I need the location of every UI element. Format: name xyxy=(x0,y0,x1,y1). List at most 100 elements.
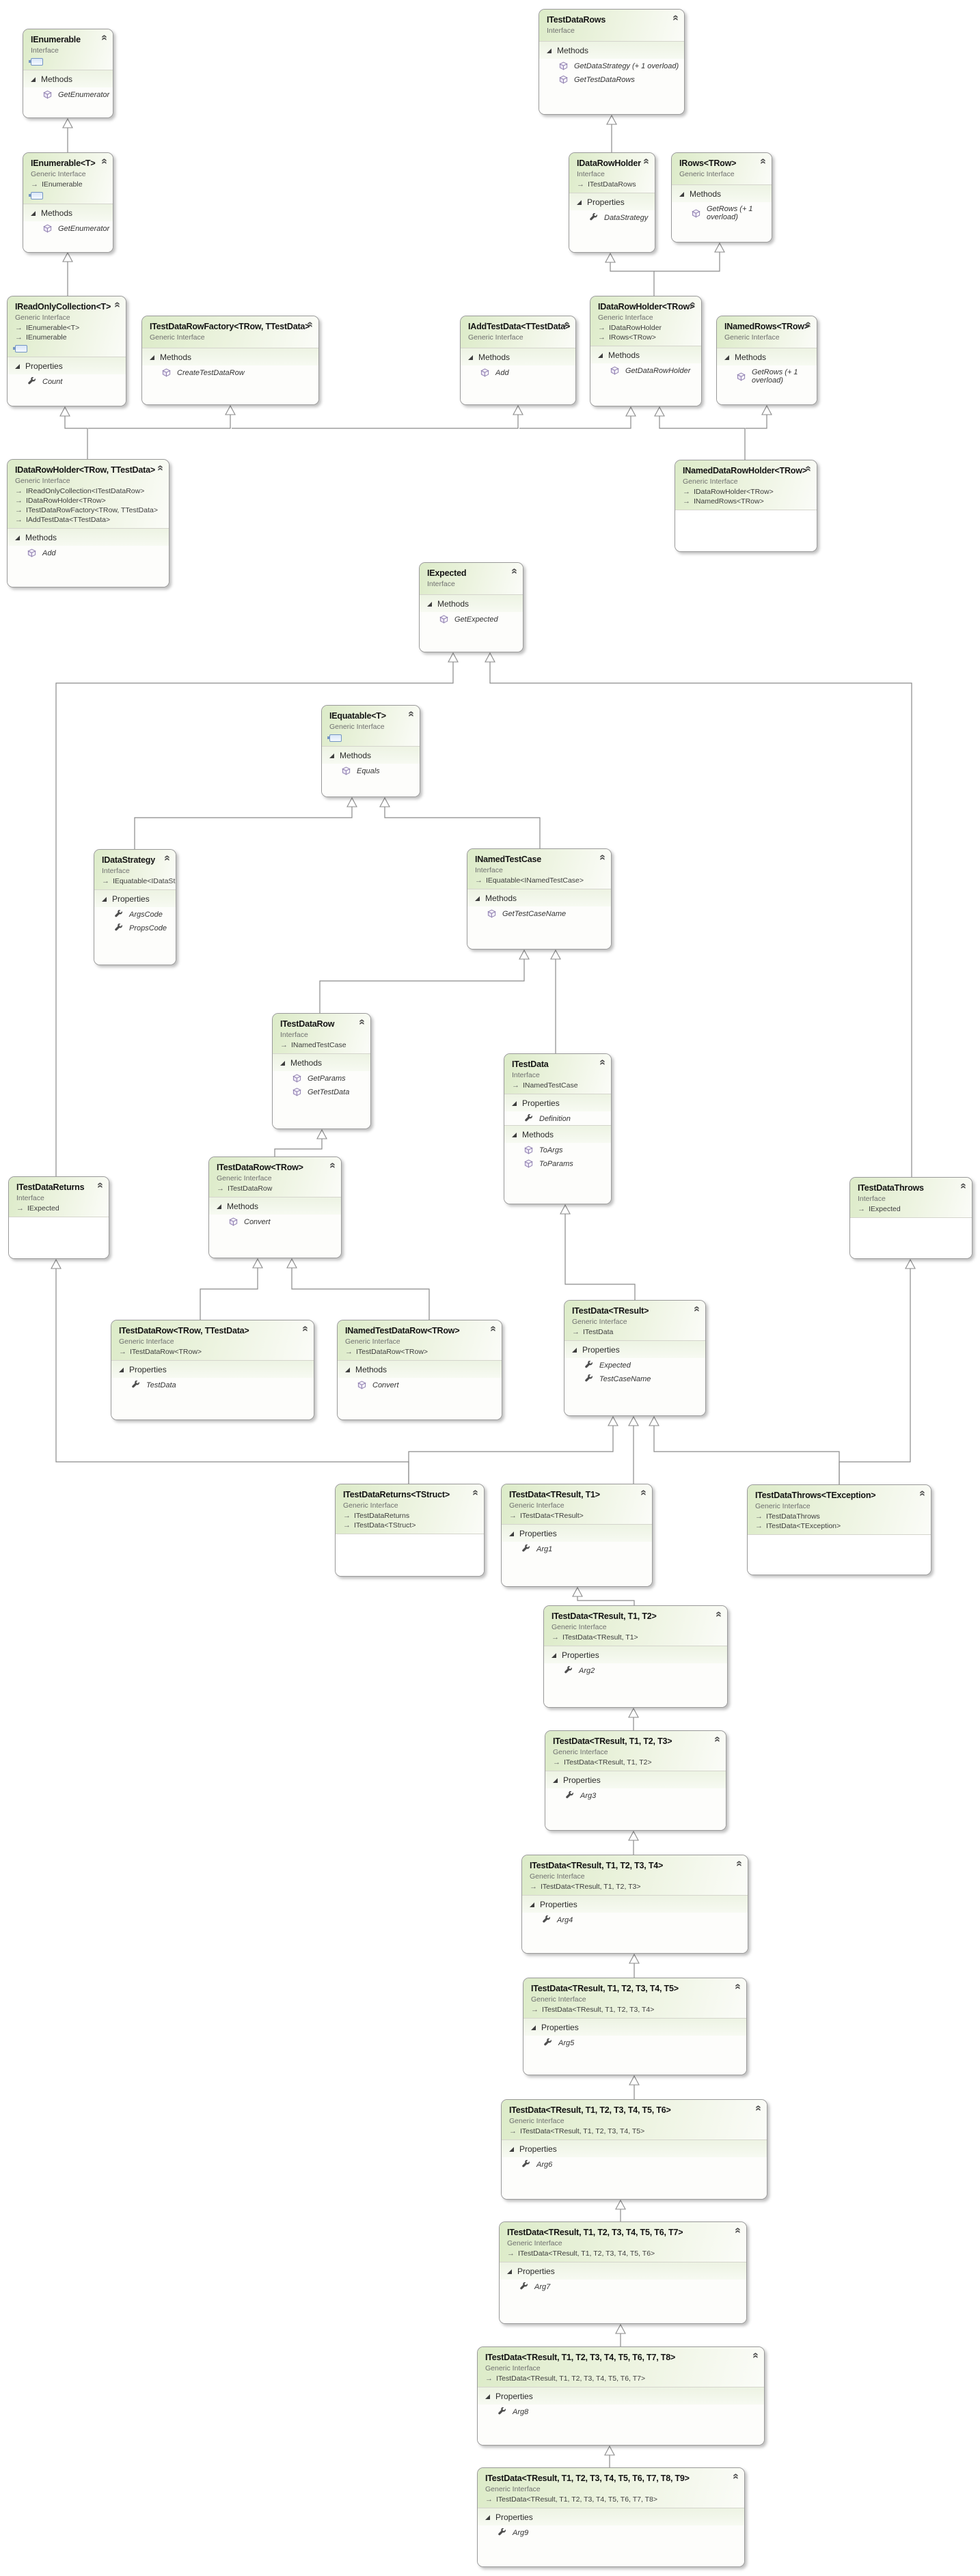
collapse-chevron-icon[interactable]: » xyxy=(111,301,123,308)
method-item[interactable]: GetParams xyxy=(273,1071,370,1085)
class-box-itestdata-tresult[interactable]: ITestData<TResult> Generic Interface →IT… xyxy=(564,1300,706,1416)
inheritance-connector[interactable] xyxy=(274,1138,323,1157)
property-item[interactable]: Arg7 xyxy=(500,2280,746,2293)
section-header-properties[interactable]: Properties xyxy=(544,1646,727,1663)
inheritance-connector[interactable] xyxy=(408,1425,614,1484)
section-header-properties[interactable]: Properties xyxy=(545,1771,726,1788)
property-item[interactable]: Arg1 xyxy=(502,1542,652,1555)
class-box-itestdatareturns[interactable]: ITestDataReturns Interface →IExpected » xyxy=(8,1176,109,1259)
collapse-chevron-icon[interactable]: » xyxy=(729,2473,741,2480)
property-item[interactable]: DataStrategy xyxy=(569,210,655,224)
class-box-idatastrategy[interactable]: IDataStrategy Interface →IEquatable<IDat… xyxy=(94,849,176,965)
collapse-chevron-icon[interactable]: » xyxy=(802,465,814,472)
class-box-inameddatarowholder-trow[interactable]: INamedDataRowHolder<TRow> Generic Interf… xyxy=(675,460,817,552)
collapse-chevron-icon[interactable]: » xyxy=(560,321,573,328)
method-item[interactable]: ToArgs xyxy=(504,1143,611,1157)
collapse-chevron-icon[interactable]: » xyxy=(469,1489,481,1496)
class-box-itestdata-tresult-t1-t2-t3-t4-t5-t6[interactable]: ITestData<TResult, T1, T2, T3, T4, T5, T… xyxy=(501,2099,767,2200)
inheritance-connector[interactable] xyxy=(564,1213,636,1300)
inheritance-connector[interactable] xyxy=(610,262,655,296)
section-header-methods[interactable]: Methods xyxy=(717,348,817,365)
section-header-properties[interactable]: Properties xyxy=(500,2262,746,2280)
property-item[interactable]: Arg2 xyxy=(544,1663,727,1677)
collapse-chevron-icon[interactable]: » xyxy=(355,1019,368,1025)
inheritance-connector[interactable] xyxy=(291,1267,430,1320)
collapse-chevron-icon[interactable]: » xyxy=(98,34,110,41)
property-item[interactable]: Count xyxy=(8,374,126,388)
collapse-chevron-icon[interactable]: » xyxy=(508,568,520,574)
collapse-chevron-icon[interactable]: » xyxy=(637,1489,649,1496)
method-item[interactable]: GetTestData xyxy=(273,1085,370,1098)
collapse-chevron-icon[interactable]: » xyxy=(161,855,173,861)
section-header-properties[interactable]: Properties xyxy=(564,1340,705,1358)
property-item[interactable]: Definition xyxy=(504,1111,611,1125)
property-item[interactable]: Arg4 xyxy=(522,1913,748,1926)
inheritance-connector[interactable] xyxy=(653,1425,840,1484)
collapse-chevron-icon[interactable]: » xyxy=(299,1325,311,1332)
section-header-methods[interactable]: Methods xyxy=(461,348,575,365)
property-item[interactable]: Arg9 xyxy=(478,2525,744,2539)
collapse-chevron-icon[interactable]: » xyxy=(802,321,814,328)
inheritance-connector[interactable] xyxy=(489,661,912,1177)
section-header-properties[interactable]: Properties xyxy=(523,2018,746,2036)
method-item[interactable]: GetRows (+ 1 overload) xyxy=(672,202,772,223)
property-item[interactable]: Arg3 xyxy=(545,1788,726,1802)
section-header-methods[interactable]: Methods xyxy=(338,1360,502,1378)
method-item[interactable]: Convert xyxy=(338,1378,502,1391)
inheritance-connector[interactable] xyxy=(134,806,353,849)
method-item[interactable]: ToParams xyxy=(504,1157,611,1170)
section-header-properties[interactable]: Properties xyxy=(502,1524,652,1542)
property-item[interactable]: Arg5 xyxy=(523,2036,746,2049)
inheritance-connector[interactable] xyxy=(577,1596,635,1605)
section-header-properties[interactable]: Properties xyxy=(94,889,176,907)
section-header-methods[interactable]: Methods xyxy=(209,1197,341,1215)
section-header-methods[interactable]: Methods xyxy=(590,346,701,363)
collapse-chevron-icon[interactable]: » xyxy=(487,1325,499,1332)
method-item[interactable]: Add xyxy=(8,546,169,559)
collapse-chevron-icon[interactable]: » xyxy=(731,2227,744,2234)
class-box-ienumerable-t[interactable]: IEnumerable<T> Generic Interface →IEnume… xyxy=(23,152,113,253)
property-item[interactable]: Arg8 xyxy=(478,2405,764,2418)
collapse-chevron-icon[interactable]: » xyxy=(686,301,698,308)
inheritance-connector[interactable] xyxy=(319,958,525,1013)
collapse-chevron-icon[interactable]: » xyxy=(640,158,652,165)
section-header-methods[interactable]: Methods xyxy=(467,889,611,906)
method-item[interactable]: GetRows (+ 1 overload) xyxy=(717,365,817,387)
method-item[interactable]: CreateTestDataRow xyxy=(142,365,318,379)
class-box-idatarowholder[interactable]: IDataRowHolder Interface →ITestDataRows … xyxy=(569,152,655,253)
class-box-itestdatathrows-texception[interactable]: ITestDataThrows<TException> Generic Inte… xyxy=(747,1484,931,1575)
class-box-itestdata-tresult-t1[interactable]: ITestData<TResult, T1> Generic Interface… xyxy=(501,1484,653,1587)
class-box-itestdata-tresult-t1-t2-t3-t4-t5[interactable]: ITestData<TResult, T1, T2, T3, T4, T5> G… xyxy=(523,1978,747,2075)
section-header-methods[interactable]: Methods xyxy=(142,348,318,365)
inheritance-connector[interactable] xyxy=(64,415,88,459)
method-item[interactable]: GetTestCaseName xyxy=(467,906,611,920)
inheritance-connector[interactable] xyxy=(654,251,720,272)
section-header-properties[interactable]: Properties xyxy=(478,2508,744,2525)
section-header-methods[interactable]: Methods xyxy=(539,41,684,59)
collapse-chevron-icon[interactable]: » xyxy=(326,1162,338,1169)
class-box-itestdatarow-trow[interactable]: ITestDataRow<TRow> Generic Interface →IT… xyxy=(208,1157,342,1258)
class-box-itestdatarow-trow-ttestdata[interactable]: ITestDataRow<TRow, TTestData> Generic In… xyxy=(111,1320,314,1420)
section-header-properties[interactable]: Properties xyxy=(522,1895,748,1913)
class-box-idatarowholder-trow-ttestdata[interactable]: IDataRowHolder<TRow, TTestData> Generic … xyxy=(7,459,169,587)
method-item[interactable]: GetExpected xyxy=(420,612,523,626)
class-box-ireadonlycollection-t[interactable]: IReadOnlyCollection<T> Generic Interface… xyxy=(7,296,126,406)
class-box-iaddtestdata-ttestdata[interactable]: IAddTestData<TTestData> Generic Interfac… xyxy=(460,316,576,405)
collapse-chevron-icon[interactable]: » xyxy=(957,1182,969,1189)
class-box-iequatable-t[interactable]: IEquatable<T> Generic Interface » Method… xyxy=(321,705,420,797)
section-header-methods[interactable]: Methods xyxy=(322,746,420,764)
section-header-properties[interactable]: Properties xyxy=(8,357,126,374)
class-box-itestdata[interactable]: ITestData Interface →INamedTestCase » Pr… xyxy=(504,1053,612,1204)
section-header-properties[interactable]: Properties xyxy=(569,193,655,210)
collapse-chevron-icon[interactable]: » xyxy=(916,1490,928,1497)
section-header-methods[interactable]: Methods xyxy=(23,204,113,221)
method-item[interactable]: Convert xyxy=(209,1215,341,1228)
property-item[interactable]: ArgsCode xyxy=(94,907,176,921)
collapse-chevron-icon[interactable]: » xyxy=(733,1860,745,1867)
collapse-chevron-icon[interactable]: » xyxy=(711,1736,723,1743)
collapse-chevron-icon[interactable]: » xyxy=(303,321,316,328)
inheritance-connector[interactable] xyxy=(55,661,454,1176)
